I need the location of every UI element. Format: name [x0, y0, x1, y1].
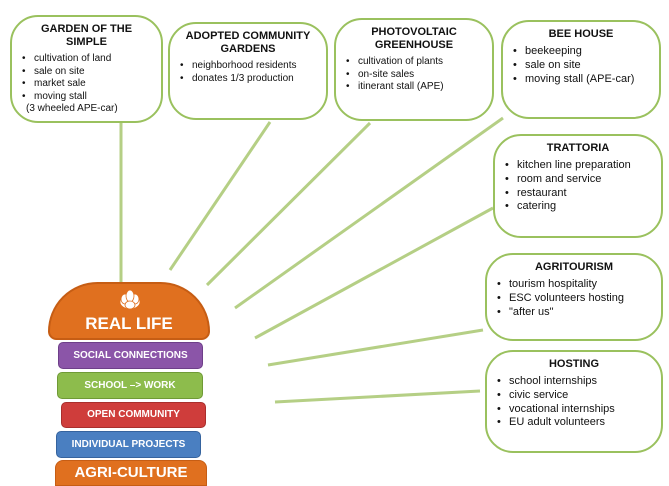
beehouse-item: sale on site	[513, 59, 651, 73]
hosting-title: HOSTING	[548, 358, 600, 370]
photovoltaic-title-line1: PHOTOVOLTAIC	[371, 26, 457, 38]
agritourism-item: ESC volunteers hosting	[497, 292, 653, 306]
photovoltaic-title-line2: GREENHOUSE	[374, 39, 454, 52]
school-work-label: SCHOOL –> WORK	[84, 380, 176, 391]
adopted-title-line1: ADOPTED COMMUNITY	[185, 30, 311, 42]
agri-culture-label: AGRI-CULTURE	[74, 464, 188, 481]
connector-beehouse	[234, 116, 504, 310]
open-community-label: OPEN COMMUNITY	[87, 409, 180, 420]
adopted-community-gardens-box: ADOPTED COMMUNITY GARDENS neighborhood r…	[168, 22, 328, 120]
garden-note: (3 wheeled APE-car)	[26, 103, 118, 115]
adopted-title-line2: GARDENS	[220, 43, 276, 56]
hosting-item: civic service	[497, 389, 653, 403]
hosting-item: EU adult volunteers	[497, 416, 653, 430]
garden-title: GARDEN OF THE SIMPLE	[40, 23, 133, 49]
open-community-layer: OPEN COMMUNITY	[61, 402, 206, 428]
agritourism-title: AGRITOURISM	[534, 261, 614, 273]
photovoltaic-item: itinerant stall (APE)	[346, 81, 484, 94]
garden-item: market sale	[22, 78, 153, 91]
social-connections-layer: SOCIAL CONNECTIONS	[58, 342, 203, 369]
individual-projects-label: INDIVIDUAL PROJECTS	[71, 439, 186, 450]
trattoria-item: room and service	[505, 173, 653, 187]
individual-projects-layer: INDIVIDUAL PROJECTS	[56, 431, 201, 458]
adopted-title: ADOPTED COMMUNITY GARDENS	[178, 30, 318, 56]
beehouse-title: BEE HOUSE	[548, 28, 614, 40]
agritourism-box: AGRITOURISM tourism hospitality ESC volu…	[485, 253, 663, 341]
connector-adopted	[168, 121, 272, 271]
photovoltaic-title: PHOTOVOLTAIC GREENHOUSE	[344, 26, 484, 52]
garden-item: cultivation of land	[22, 53, 153, 66]
photovoltaic-item: cultivation of plants	[346, 56, 484, 69]
bee-house-box: BEE HOUSE beekeeping sale on site moving…	[501, 20, 661, 119]
trattoria-item: catering	[505, 200, 653, 214]
connector-hosting	[274, 389, 481, 404]
garden-item: sale on site	[22, 66, 153, 79]
adopted-item: donates 1/3 production	[180, 73, 318, 86]
hosting-item: vocational internships	[497, 403, 653, 417]
social-connections-label: SOCIAL CONNECTIONS	[73, 350, 188, 361]
photovoltaic-item: on-site sales	[346, 69, 484, 82]
beehouse-item: moving stall (APE-car)	[513, 73, 651, 87]
connector-agritourism	[267, 328, 484, 367]
beehouse-item: beekeeping	[513, 45, 651, 59]
real-life-dome: REAL LIFE	[48, 282, 210, 340]
agri-culture-layer: AGRI-CULTURE	[55, 460, 207, 486]
trattoria-item: restaurant	[505, 187, 653, 201]
trattoria-item: kitchen line preparation	[505, 159, 653, 173]
artichoke-icon	[119, 289, 141, 310]
connector-photovoltaic	[205, 121, 372, 287]
hosting-item: school internships	[497, 375, 653, 389]
connector-trattoria	[254, 206, 494, 340]
photovoltaic-greenhouse-box: PHOTOVOLTAIC GREENHOUSE cultivation of p…	[334, 18, 494, 121]
agritourism-item: "after us"	[497, 306, 653, 320]
trattoria-title: TRATTORIA	[546, 142, 610, 154]
real-life-label: REAL LIFE	[85, 314, 173, 333]
garden-of-the-simple-box: GARDEN OF THE SIMPLE cultivation of land…	[10, 15, 163, 123]
adopted-item: neighborhood residents	[180, 60, 318, 73]
hosting-box: HOSTING school internships civic service…	[485, 350, 663, 453]
school-work-layer: SCHOOL –> WORK	[57, 372, 203, 399]
trattoria-box: TRATTORIA kitchen line preparation room …	[493, 134, 663, 238]
agritourism-item: tourism hospitality	[497, 278, 653, 292]
garden-item: moving stall	[22, 91, 153, 104]
